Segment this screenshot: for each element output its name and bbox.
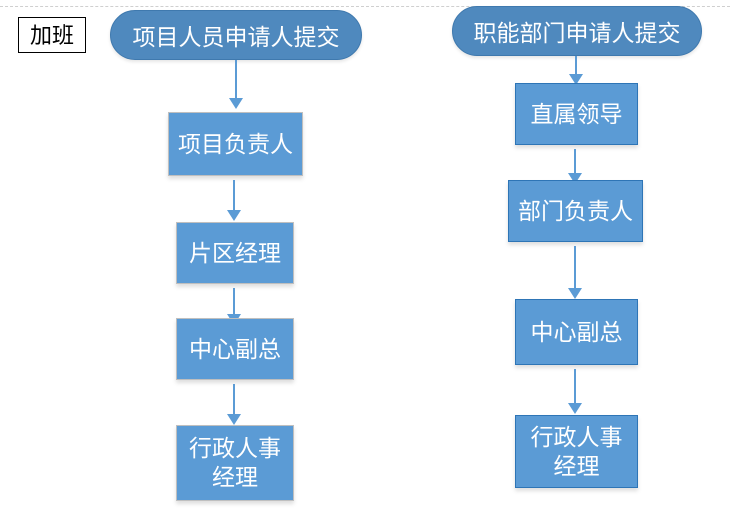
arrowhead-right-4 (568, 403, 582, 414)
node-left-step-2[interactable]: 片区经理 (176, 222, 294, 284)
arrowhead-right-1 (569, 74, 583, 85)
connector-right-2 (574, 149, 576, 175)
node-left-header[interactable]: 项目人员申请人提交 (110, 10, 362, 60)
connector-left-1 (235, 60, 237, 100)
node-right-step-3[interactable]: 中心副总 (515, 299, 638, 365)
node-left-step-4[interactable]: 行政人事 经理 (176, 425, 294, 501)
arrowhead-right-2 (568, 173, 582, 184)
node-left-step-4-line1: 行政人事 (189, 435, 281, 462)
overtime-tag-label: 加班 (18, 17, 86, 53)
node-left-step-4-line2: 经理 (212, 464, 258, 490)
connector-left-4 (233, 384, 235, 416)
node-right-step-4-line2: 经理 (553, 452, 600, 479)
node-right-step-4-line1: 行政人事 (530, 423, 623, 450)
arrowhead-left-1 (229, 98, 243, 109)
arrowhead-left-2 (227, 210, 241, 221)
node-right-step-4[interactable]: 行政人事 经理 (515, 415, 638, 488)
node-right-step-1[interactable]: 直属领导 (515, 83, 638, 145)
top-divider-rule (0, 6, 730, 7)
node-left-step-3[interactable]: 中心副总 (176, 318, 294, 380)
connector-right-4 (574, 369, 576, 405)
node-right-header[interactable]: 职能部门申请人提交 (452, 6, 702, 56)
arrowhead-right-3 (568, 288, 582, 299)
connector-right-1 (575, 56, 577, 76)
node-right-step-2[interactable]: 部门负责人 (508, 180, 643, 242)
arrowhead-left-4 (227, 414, 241, 425)
node-left-step-1[interactable]: 项目负责人 (168, 112, 303, 176)
connector-left-2 (233, 180, 235, 212)
connector-left-3 (233, 288, 235, 316)
connector-right-3 (574, 246, 576, 290)
